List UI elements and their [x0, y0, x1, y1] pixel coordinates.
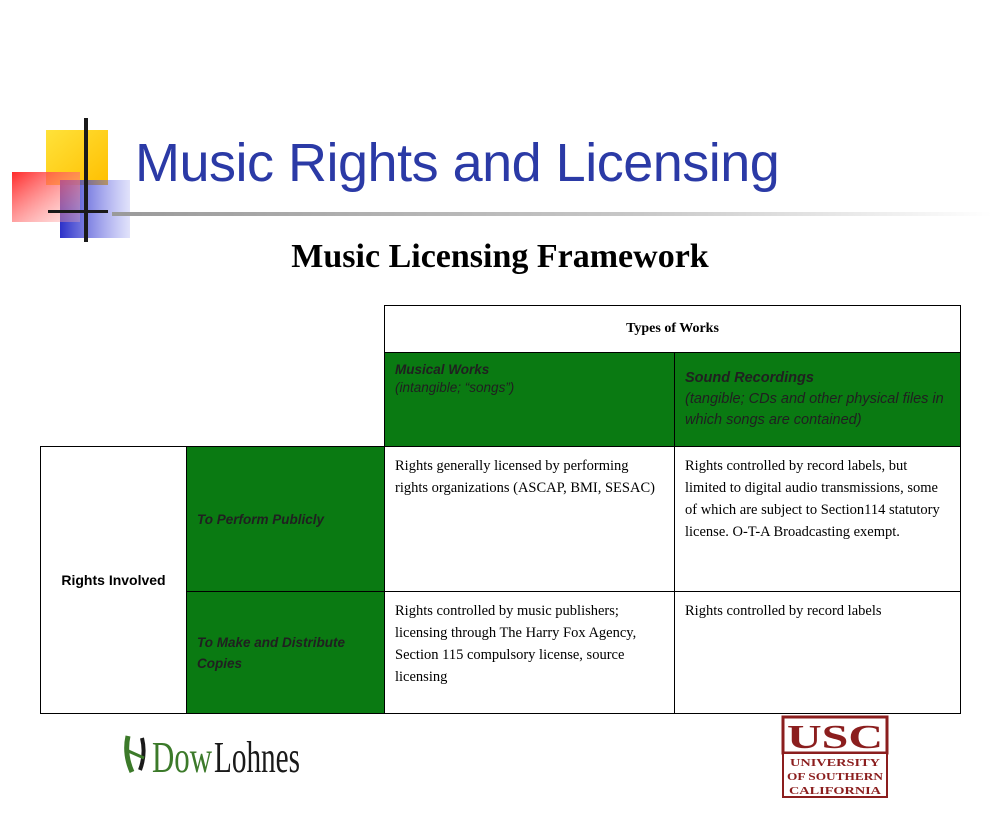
dowlohnes-mark-icon — [124, 735, 146, 774]
rights-involved-header: Rights Involved — [40, 446, 187, 714]
column-name: Sound Recordings — [685, 370, 814, 386]
cell-text: Rights controlled by record labels, but … — [685, 458, 940, 540]
cell-text: Rights controlled by record labels — [685, 603, 882, 619]
slide-title: Music Rights and Licensing — [135, 133, 780, 193]
title-divider — [112, 212, 992, 216]
table-cell: Rights controlled by music publishers; l… — [384, 591, 675, 714]
row-header-perform-publicly: To Perform Publicly — [186, 446, 385, 592]
table-corner-blank — [41, 306, 385, 353]
table-cell: Rights generally licensed by performing … — [384, 446, 675, 592]
usc-line3: CALIFORNIA — [789, 785, 881, 797]
table-cell: Rights controlled by record labels, but … — [674, 446, 961, 592]
types-of-works-header: Types of Works — [384, 305, 961, 353]
cell-text: Rights controlled by music publishers; l… — [395, 603, 637, 685]
column-note: (tangible; CDs and other physical files … — [685, 391, 944, 428]
title-decoration — [0, 110, 140, 250]
dowlohnes-dow: Dow — [152, 733, 212, 780]
usc-line2: OF SOUTHERN — [787, 771, 883, 783]
column-header-sound-recordings: Sound Recordings (tangible; CDs and othe… — [674, 352, 961, 447]
usc-line1: UNIVERSITY — [790, 757, 880, 769]
row-label: To Perform Publicly — [197, 511, 325, 527]
table-cell: Rights controlled by record labels — [674, 591, 961, 714]
row-label: To Make and Distribute Copies — [197, 634, 346, 671]
usc-main: USC — [787, 719, 883, 756]
dowlohnes-lohnes: Lohnes — [214, 733, 300, 780]
usc-logo: USC UNIVERSITY OF SOUTHERN CALIFORNIA — [780, 715, 890, 804]
row-header-make-distribute-copies: To Make and Distribute Copies — [186, 591, 385, 714]
licensing-framework-table: Types of Works Musical Works (intangible… — [40, 305, 961, 714]
column-header-musical-works: Musical Works (intangible; “songs”) — [384, 352, 675, 447]
column-name: Musical Works — [395, 362, 490, 377]
cell-text: Rights generally licensed by performing … — [395, 458, 655, 496]
rights-involved-label: Rights Involved — [61, 572, 166, 588]
column-note: (intangible; “songs”) — [395, 380, 515, 395]
dowlohnes-logo: Dow Lohnes — [122, 728, 322, 785]
slide-subtitle: Music Licensing Framework — [291, 238, 709, 275]
